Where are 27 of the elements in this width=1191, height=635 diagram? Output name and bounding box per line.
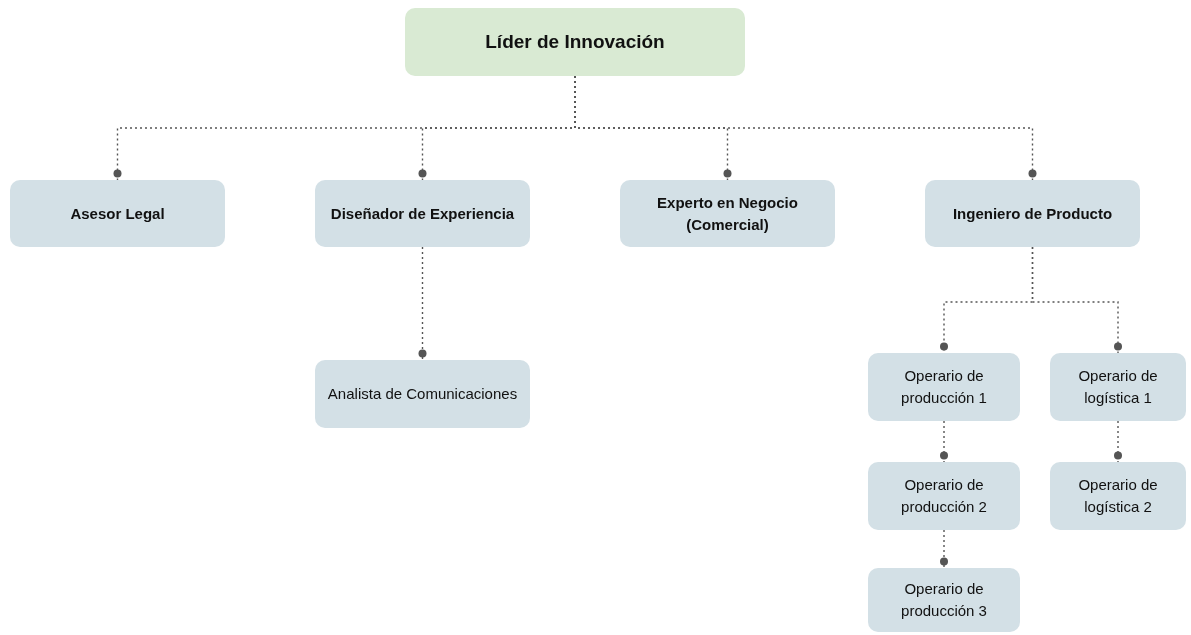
role-label: Asesor Legal bbox=[70, 203, 165, 224]
role-box bbox=[868, 568, 1020, 632]
role-box bbox=[868, 462, 1020, 530]
role-label: Operario de logística 2 bbox=[1077, 475, 1159, 517]
role-box bbox=[315, 360, 530, 428]
role-box bbox=[1050, 462, 1186, 530]
role-label: Analista de Comunicaciones bbox=[327, 384, 518, 405]
role-box bbox=[10, 180, 225, 247]
role-box bbox=[620, 180, 835, 247]
role-box bbox=[1050, 353, 1186, 421]
role-box bbox=[405, 8, 745, 76]
role-label: Diseñador de Experiencia bbox=[330, 203, 515, 224]
role-label: Experto en Negocio (Comercial) bbox=[656, 192, 799, 235]
connector bbox=[1031, 246, 1122, 354]
role-box bbox=[925, 180, 1140, 247]
role-label: Líder de Innovación bbox=[485, 30, 665, 55]
role-label: Operario de producción 3 bbox=[900, 579, 988, 621]
connector bbox=[940, 420, 948, 463]
role-label: Operario de producción 2 bbox=[900, 475, 988, 517]
role-box bbox=[868, 353, 1020, 421]
role-label: Ingeniero de Producto bbox=[952, 203, 1113, 224]
role-label: Operario de producción 1 bbox=[900, 366, 988, 408]
connector bbox=[418, 246, 427, 361]
connector bbox=[940, 529, 948, 569]
role-box bbox=[315, 180, 530, 247]
role-label: Operario de logística 1 bbox=[1077, 366, 1159, 408]
connector bbox=[1114, 420, 1122, 463]
